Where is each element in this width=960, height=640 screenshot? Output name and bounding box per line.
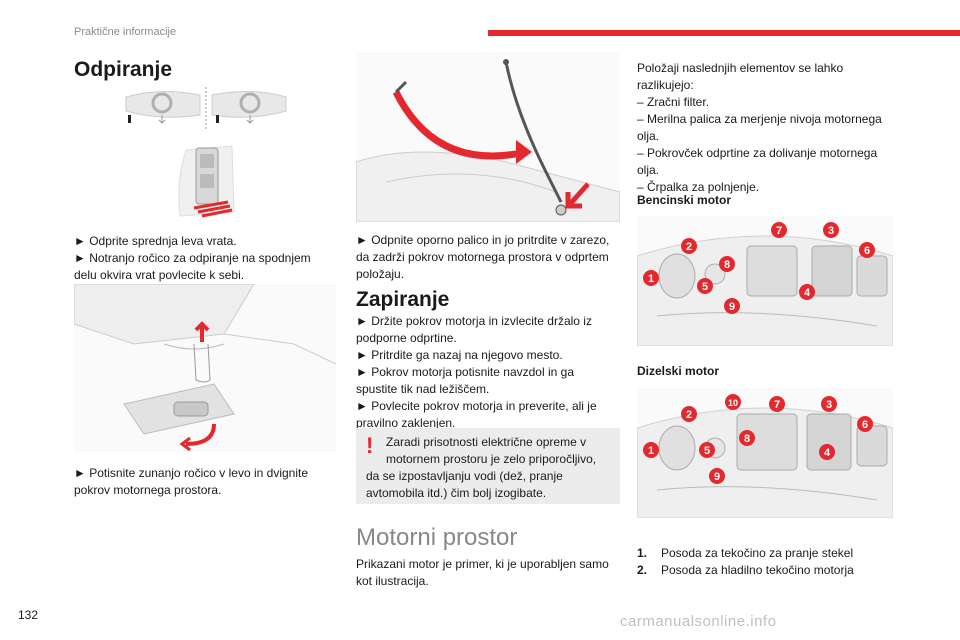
engine-part-marker-label: 6 xyxy=(862,419,868,431)
label-diesel-engine: Dizelski motor xyxy=(637,364,720,378)
engine-part-marker xyxy=(859,242,875,258)
legend-item-number: 1. xyxy=(637,546,648,560)
engine-part-marker xyxy=(643,270,659,286)
warning-note: ! Zaradi prisotnosti električne opreme v… xyxy=(356,428,620,504)
engine-part-marker-label: 2 xyxy=(686,409,692,421)
legend-item-number: 2. xyxy=(637,563,648,577)
engine-part-marker xyxy=(823,222,839,238)
engine-part-markers-petrol: 1 2 3 4 5 6 7 8 9 xyxy=(643,222,875,314)
header-accent-bar xyxy=(488,30,960,36)
engine-desc-line2: kot ilustracija. xyxy=(356,574,429,588)
closing-line: ► Pokrov motorja potisnite navzdol in ga xyxy=(356,365,574,379)
figure-petrol-engine: 1 2 3 4 5 6 7 8 9 xyxy=(637,216,893,346)
engine-part-marker xyxy=(697,278,713,294)
engine-part-marker-label: 9 xyxy=(729,301,735,313)
engine-part-markers-diesel: 1 2 3 4 5 6 7 8 9 10 xyxy=(643,394,873,484)
engine-intro-line: – Pokrovček odprtine za dolivanje motorn… xyxy=(637,146,878,160)
engine-part-marker xyxy=(681,238,697,254)
engine-part-marker-label: 8 xyxy=(744,433,750,445)
engine-part-marker xyxy=(719,256,735,272)
engine-part-marker xyxy=(699,442,715,458)
engine-legend: 1. Posoda za tekočino za pranje stekel 2… xyxy=(637,545,893,579)
page-number: 132 xyxy=(18,608,39,622)
legend-item-text: Posoda za tekočino za pranje stekel xyxy=(661,546,854,560)
opening-step4-line1: ► Odpnite oporno palico in jo pritrdite … xyxy=(356,233,610,247)
opening-step4-line2: da zadrži pokrov motornega prostora v od… xyxy=(356,250,609,264)
note-line: avtomobila itd.) čim bolj izogibate. xyxy=(366,486,547,500)
opening-step1: ► Odprite sprednja leva vrata. xyxy=(74,234,237,248)
legend-item-text: Posoda za hladilno tekočino motorja xyxy=(661,563,854,577)
engine-part-marker xyxy=(739,430,755,446)
engine-part-marker-label: 4 xyxy=(824,447,831,459)
heading-engine-compartment: Motorni prostor xyxy=(356,524,518,551)
heading-closing: Zapiranje xyxy=(356,288,450,311)
header-section-title: Praktične informacije xyxy=(74,26,177,38)
engine-intro-line: Položaji naslednjih elementov se lahko xyxy=(637,61,844,75)
note-line: da se izpostavljanju vodi (dež, pranje xyxy=(366,469,563,483)
closing-line: ► Povlecite pokrov motorja in preverite,… xyxy=(356,399,597,413)
closing-line: podporne odprtine. xyxy=(356,331,457,345)
engine-part-marker-label: 1 xyxy=(648,273,654,285)
engine-intro-line: olja. xyxy=(637,163,660,177)
engine-part-marker xyxy=(857,416,873,432)
opening-step3-line2: pokrov motornega prostora. xyxy=(74,483,222,497)
label-petrol-engine: Bencinski motor xyxy=(637,193,732,207)
engine-part-marker-label: 7 xyxy=(774,399,780,411)
engine-part-marker-label: 1 xyxy=(648,445,654,457)
engine-intro-line: olja. xyxy=(637,129,660,143)
engine-part-marker-label: 8 xyxy=(724,259,730,271)
opening-step4-line3: položaju. xyxy=(356,267,405,281)
engine-part-marker-label: 5 xyxy=(702,281,708,293)
opening-step3-line1: ► Potisnite zunanjo ročico v levo in dvi… xyxy=(74,466,308,480)
heading-opening: Odpiranje xyxy=(74,58,173,81)
engine-part-marker-label: 3 xyxy=(828,225,834,237)
engine-part-marker xyxy=(725,394,741,410)
engine-part-marker xyxy=(819,444,835,460)
engine-part-marker-label: 9 xyxy=(714,471,720,483)
engine-part-marker-label: 3 xyxy=(826,399,832,411)
legend-item: 1. Posoda za tekočino za pranje stekel xyxy=(637,545,893,562)
engine-part-marker-label: 2 xyxy=(686,241,692,253)
opening-step2-line2: delu okvira vrat povlecite k sebi. xyxy=(74,268,245,282)
engine-intro-line: – Merilna palica za merjenje nivoja moto… xyxy=(637,112,882,126)
note-line: Zaradi prisotnosti električne opreme v xyxy=(386,435,587,449)
closing-line: ► Držite pokrov motorja in izvlecite drž… xyxy=(356,314,592,328)
engine-part-marker xyxy=(709,468,725,484)
engine-part-marker xyxy=(771,222,787,238)
figure-exterior-lever xyxy=(74,284,336,452)
note-line: motornem prostoru je zelo priporočljivo, xyxy=(386,452,597,466)
opening-step2-line1: ► Notranjo ročico za odpiranje na spodnj… xyxy=(74,251,311,265)
engine-part-marker-label: 6 xyxy=(864,245,870,257)
engine-part-marker-label: 5 xyxy=(704,445,710,457)
engine-part-marker-label: 4 xyxy=(804,287,811,299)
engine-part-marker xyxy=(769,396,785,412)
legend-item: 2. Posoda za hladilno tekočino motorja xyxy=(637,562,893,579)
figure-hood-prop-rod xyxy=(356,52,620,222)
closing-line: pravilno zaklenjen. xyxy=(356,416,456,430)
closing-line: spustite tik nad ležiščem. xyxy=(356,382,490,396)
warning-icon: ! xyxy=(366,433,374,458)
figure-release-handle xyxy=(178,145,235,218)
figure-dashboard-steering xyxy=(125,87,287,129)
engine-desc-line1: Prikazani motor je primer, ki je uporabl… xyxy=(356,557,609,571)
engine-part-marker-label: 7 xyxy=(776,225,782,237)
engine-part-marker xyxy=(643,442,659,458)
closing-line: ► Pritrdite ga nazaj na njegovo mesto. xyxy=(356,348,563,362)
figure-diesel-engine: 1 2 3 4 5 6 7 8 9 10 xyxy=(637,388,893,518)
engine-intro-line: – Črpalka za polnjenje. xyxy=(637,180,760,194)
engine-part-marker xyxy=(681,406,697,422)
engine-part-marker xyxy=(724,298,740,314)
engine-intro-line: razlikujejo: xyxy=(637,78,694,92)
engine-intro-line: – Zračni filter. xyxy=(637,95,710,109)
watermark-text: carmanualsonline.info xyxy=(620,613,777,630)
engine-part-marker-label: 10 xyxy=(728,398,738,408)
engine-part-marker xyxy=(821,396,837,412)
engine-part-marker xyxy=(799,284,815,300)
